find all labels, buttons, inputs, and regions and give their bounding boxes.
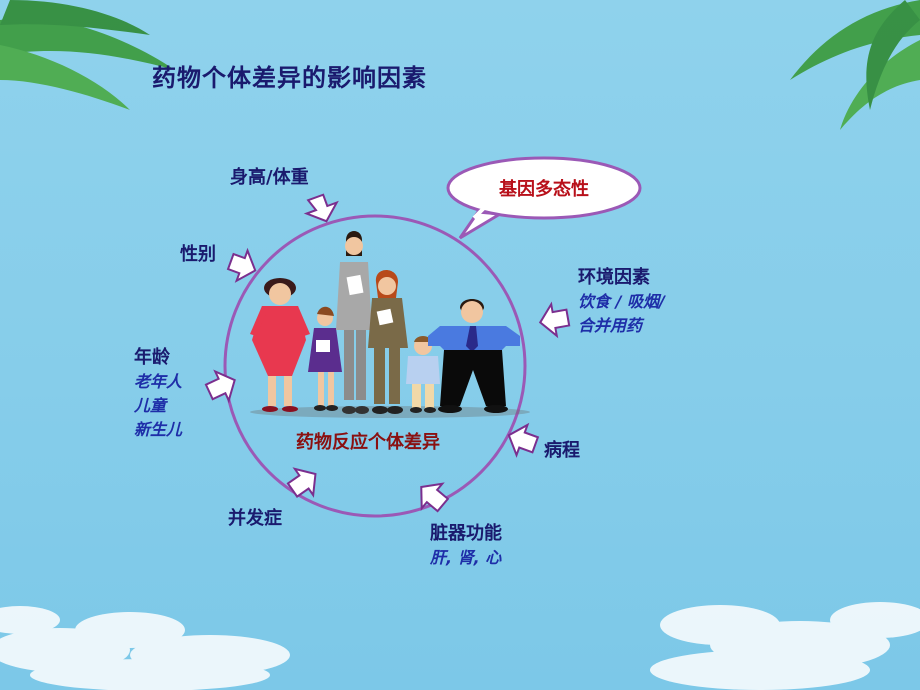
man-figure	[428, 299, 520, 413]
factor-age-item: 儿童	[134, 396, 167, 415]
factor-organ-group: 脏器功能 肝, 肾, 心	[430, 522, 502, 570]
arrow-course	[507, 422, 540, 458]
arrow-height-weight	[303, 193, 339, 223]
factor-environment-group: 环境因素 饮食 / 吸烟/ 合并用药	[578, 266, 665, 338]
factor-organ: 脏器功能	[430, 523, 502, 544]
woman-red-figure	[250, 278, 310, 412]
factor-age-item: 新生儿	[134, 420, 183, 439]
arrow-organ	[420, 482, 450, 513]
gene-polymorphism-label: 基因多态性	[499, 179, 589, 200]
arrow-sex	[226, 247, 257, 283]
factor-environment: 环境因素	[578, 267, 650, 288]
arrow-complication	[286, 467, 317, 498]
arrow-environment	[538, 301, 571, 339]
tall-woman-figure	[336, 231, 372, 414]
gene-bubble	[446, 156, 642, 240]
girl-purple-figure	[308, 306, 342, 411]
factor-course: 病程	[544, 440, 580, 461]
factor-sex: 性别	[180, 244, 216, 265]
page-title: 药物个体差异的影响因素	[152, 64, 427, 92]
factor-circle	[223, 214, 527, 518]
arrow-age	[204, 369, 236, 404]
arrows	[204, 193, 571, 513]
factor-age: 年龄	[134, 347, 170, 368]
factor-environment-item: 合并用药	[578, 316, 643, 335]
boy-figure	[406, 336, 440, 413]
factor-complication: 并发症	[228, 508, 282, 529]
family-illustration	[250, 231, 530, 418]
factor-height-weight: 身高/体重	[230, 167, 309, 188]
factor-age-item: 老年人	[134, 372, 183, 391]
factor-organ-item: 肝, 肾, 心	[430, 548, 502, 567]
woman-brown-figure	[368, 270, 408, 414]
clouds-decoration	[0, 602, 920, 690]
palm-leaf-right-decoration	[790, 0, 920, 130]
center-label: 药物反应个体差异	[296, 432, 440, 453]
factor-environment-item: 饮食 / 吸烟/	[578, 292, 665, 311]
factor-age-group: 年龄 老年人 儿童 新生儿	[134, 346, 182, 442]
palm-leaf-left-decoration	[0, 0, 175, 110]
